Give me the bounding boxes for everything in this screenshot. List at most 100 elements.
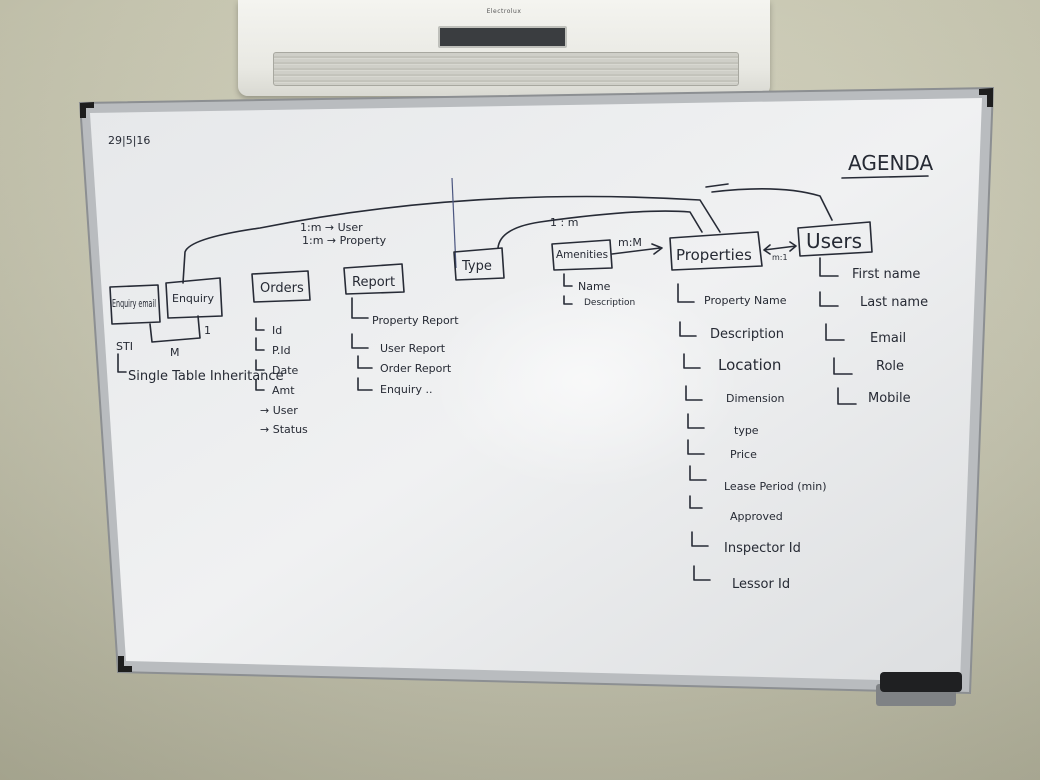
box-type <box>453 247 505 281</box>
orders-field-arrow <box>255 359 265 371</box>
sti-one: 1 <box>204 324 211 337</box>
agenda-underline <box>841 175 929 179</box>
relation-label-amenities: 1 : m <box>550 216 578 229</box>
users-field-arrow <box>819 291 839 307</box>
connector-top-arrow <box>705 183 729 188</box>
ac-brand-label: Electrolux <box>486 8 522 15</box>
orders-field: Date <box>272 364 299 377</box>
properties-field: Inspector Id <box>724 541 801 556</box>
arrow-amenities-properties <box>611 243 663 255</box>
properties-field-arrow <box>683 353 701 369</box>
users-field: Mobile <box>868 391 911 406</box>
amenities-field: Description <box>584 298 635 308</box>
box-report-label: Report <box>352 275 395 290</box>
users-field-arrow <box>825 323 845 341</box>
orders-field: Id <box>272 324 282 337</box>
amenities-field: Name <box>578 280 611 293</box>
ac-vent <box>273 52 739 86</box>
box-properties-label: Properties <box>676 246 752 264</box>
connector-amenities-properties <box>497 210 703 249</box>
properties-field-arrow <box>687 439 705 455</box>
relation-label-mm: m:M <box>618 236 642 249</box>
users-field-arrow <box>833 357 853 375</box>
users-field: Email <box>870 331 906 346</box>
sti-text: Single Table Inheritance <box>128 369 284 384</box>
relation-label-property: 1:m → Property <box>302 234 387 247</box>
properties-field: Approved <box>730 510 783 523</box>
users-field-arrow <box>819 257 839 277</box>
properties-field-arrow <box>693 565 711 581</box>
agenda-title: AGENDA <box>848 151 933 175</box>
orders-field: → Status <box>260 423 308 436</box>
report-field: Property Report <box>372 314 459 327</box>
properties-field: Property Name <box>704 294 787 307</box>
arrow-properties-users <box>763 241 797 255</box>
properties-field: type <box>734 424 759 437</box>
orders-field-arrow <box>255 317 265 331</box>
sti-arrow <box>117 353 127 373</box>
box-enquiry-email-label: Enquiry email <box>112 297 156 310</box>
properties-field-arrow <box>677 283 695 303</box>
users-field: Last name <box>860 295 928 310</box>
properties-field: Location <box>718 356 781 374</box>
board-glare <box>300 220 820 580</box>
properties-field: Lease Period (min) <box>724 480 827 493</box>
report-field: Enquiry .. <box>380 383 432 396</box>
box-amenities <box>551 239 613 271</box>
frame-corner-tl <box>80 102 94 118</box>
orders-field-arrow <box>255 337 265 351</box>
sti-bracket <box>149 315 201 343</box>
users-field: Role <box>876 359 904 374</box>
box-report <box>343 263 405 295</box>
sti-label: STI <box>116 340 133 353</box>
box-orders <box>251 270 311 303</box>
box-users-label: Users <box>806 229 862 253</box>
box-enquiry-label: Enquiry <box>172 292 214 305</box>
box-amenities-label: Amenities <box>556 248 608 261</box>
properties-field-arrow <box>685 385 703 401</box>
properties-fields: Property Name Description Location Dimen… <box>677 283 827 592</box>
frame-corner-bl <box>118 656 132 672</box>
properties-field: Price <box>730 448 757 461</box>
orders-fields: Id P.Id Date Amt → User → Status <box>255 317 308 436</box>
box-enquiry <box>165 277 223 319</box>
report-field: User Report <box>380 342 446 355</box>
report-field-arrow <box>351 297 369 319</box>
properties-field-arrow <box>687 413 705 429</box>
report-field-arrow <box>357 377 373 391</box>
report-field-arrow <box>351 333 369 349</box>
marker-blue-line <box>451 177 457 269</box>
connector-users-top <box>711 188 833 221</box>
box-type-label: Type <box>461 259 492 274</box>
properties-field: Description <box>710 327 784 342</box>
amenities-fields: Name Description <box>563 273 635 308</box>
orders-field: P.Id <box>272 344 291 357</box>
properties-field-arrow <box>679 321 697 337</box>
properties-field-arrow <box>691 531 709 547</box>
amenities-field-arrow <box>563 295 573 305</box>
eraser <box>880 672 962 692</box>
box-properties <box>669 231 763 271</box>
box-users <box>797 221 873 257</box>
report-field-arrow <box>357 355 373 369</box>
box-orders-label: Orders <box>260 281 304 296</box>
users-field: First name <box>852 267 920 282</box>
relation-label-user: 1:m → User <box>300 221 363 234</box>
frame-corner-tr <box>979 88 993 107</box>
properties-field: Dimension <box>726 392 784 405</box>
ac-display-panel <box>438 26 567 48</box>
properties-field-arrow <box>689 495 703 509</box>
connector-enquiry-properties <box>182 195 721 284</box>
box-enquiry-email <box>109 284 161 325</box>
relation-label-m1: m:1 <box>772 253 788 262</box>
properties-field-arrow <box>689 465 707 481</box>
orders-field: Amt <box>272 384 295 397</box>
properties-field: Lessor Id <box>732 577 790 592</box>
users-field-arrow <box>837 387 857 405</box>
date-label: 29|5|16 <box>108 134 150 147</box>
orders-field-arrow <box>255 379 265 391</box>
orders-field: → User <box>260 404 298 417</box>
amenities-field-arrow <box>563 273 573 287</box>
air-conditioner: Electrolux <box>238 0 770 96</box>
